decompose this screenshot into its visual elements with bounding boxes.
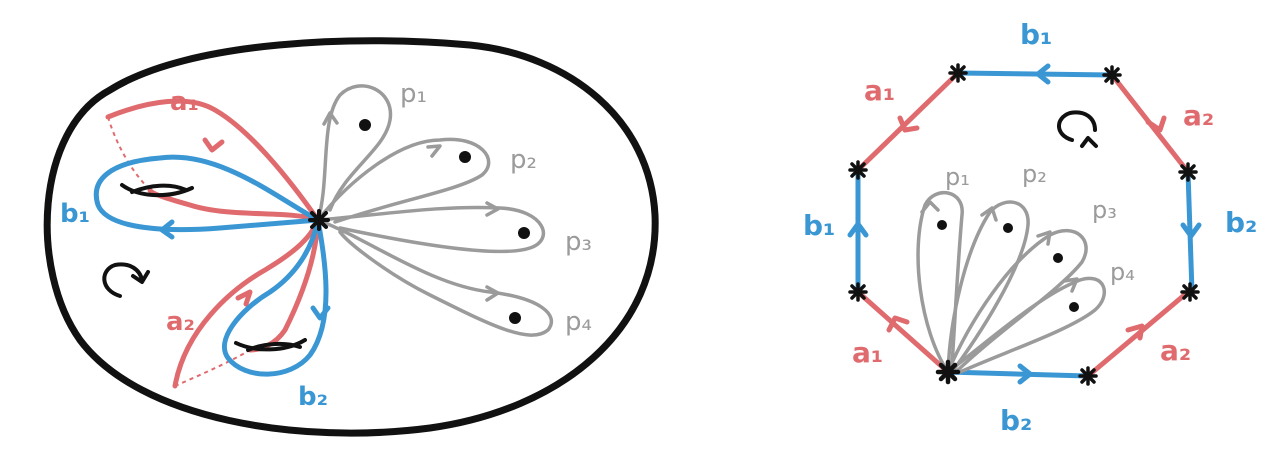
p1-loop [316,84,393,222]
orientation-arrow-head [131,270,150,284]
p1-arrow-head [322,111,339,126]
p2-loop [316,137,491,224]
a1-curve [105,98,321,223]
p4-puncture [509,312,521,324]
polygon-label-a2-topright: a₂ [1183,99,1214,132]
polygon-label-a1-topleft: a₁ [864,74,895,107]
handle-1 [120,183,194,198]
polygon-label-b1-left: b₁ [803,209,835,242]
polygon-figure: b₁ a₁ a₂ b₁ b₂ a₁ a₂ b₂ p₁ p₂ p₃ p₄ [803,18,1257,437]
edge-a1-topleft [855,70,961,173]
vertex-star-bottom-right [1078,366,1098,386]
vertex-star-top-left [948,63,968,83]
polygon-p4-arrow [1062,277,1079,293]
surface-outline [43,37,659,437]
p2-arrow-head [426,144,442,158]
edge-b1-top [955,70,1115,78]
vertex-star-left-lower [848,282,868,302]
vertex-star-right-upper [1178,162,1198,182]
a2-arrow-head [235,289,253,307]
polygon-label-p4: p₄ [1110,258,1135,286]
polygon-p4-loop [946,276,1106,374]
vertex-star-top-right [1102,65,1122,85]
edge-a1-topleft-arrow [897,115,920,133]
polygon-orientation-arrow-icon [1057,110,1097,142]
polygon-label-b2-bottom: b₂ [1000,404,1032,437]
polygon-orientation-arrow-head [1080,136,1098,148]
label-p2: p₂ [510,145,537,175]
polygon-label-b1-top: b₁ [1020,18,1052,51]
polygon-p1-puncture [937,220,947,230]
polygon-p4-puncture [1069,302,1079,312]
basepoint-star [308,209,330,231]
polygon-p2-arrow [980,206,998,222]
edge-b1-left-arrow [847,221,869,238]
edge-b2-bottom-arrow [1017,363,1033,385]
label-b1: b₁ [60,199,90,229]
edge-a2-bottomright-arrow [1125,323,1145,341]
p4-loop [316,218,554,337]
edge-b1-top-arrow [1035,63,1051,85]
label-p1: p₁ [400,79,427,109]
a1-dashed-back [107,116,151,191]
polygon-p2-puncture [1003,223,1013,233]
surface-figure: a₁ b₁ a₂ b₂ p₁ p₂ p₃ p₄ [43,37,659,437]
a1-arrow-head [202,137,225,153]
polygon-p3-arrow [1036,230,1052,246]
label-b2: b₂ [298,382,328,412]
p1-puncture [359,119,371,131]
polygon-p1-arrow [920,200,940,214]
polygon-p3-puncture [1053,253,1063,263]
b1-curve [93,154,321,233]
polygon-label-p3: p₃ [1092,196,1117,224]
label-p4: p₄ [565,307,592,337]
edge-a1-bottomleft-arrow [886,315,910,333]
edge-b2-right-arrow [1180,222,1202,239]
label-a2: a₂ [166,307,195,337]
b2-arrow-head [310,305,331,321]
vertex-star-right-lower [1180,282,1200,302]
edge-a2-bottomright [1085,289,1191,379]
polygon-label-p1: p₁ [945,163,970,191]
b1-arrow-head [159,219,175,240]
label-a1: a₁ [170,87,199,117]
orientation-arrow-icon [102,262,144,298]
handle-2 [234,338,307,352]
vertex-star-left-upper [848,160,868,180]
polygon-label-p2: p₂ [1022,160,1047,188]
polygon-label-a2-bottomright: a₂ [1160,334,1191,367]
p3-puncture [518,227,530,239]
p3-arrow-head [485,201,500,217]
p4-arrow-head [485,285,500,302]
p2-puncture [459,151,471,163]
p3-loop [316,205,546,254]
a2-dashed-back [174,349,251,387]
vertex-stars [848,63,1200,386]
polygon-label-b2-right: b₂ [1225,206,1257,239]
polygon-p1-loop [916,190,964,374]
edge-b2-bottom [945,369,1091,379]
edge-a2-topright-arrow [1145,115,1167,133]
polygon-p2-loop [946,200,1030,374]
edge-a1-bottomleft [855,289,951,375]
vertex-star-bottom-left [935,359,961,385]
polygon-label-a1-bottomleft: a₁ [852,336,883,369]
label-p3: p₃ [565,227,592,257]
b2-curve [222,217,329,377]
